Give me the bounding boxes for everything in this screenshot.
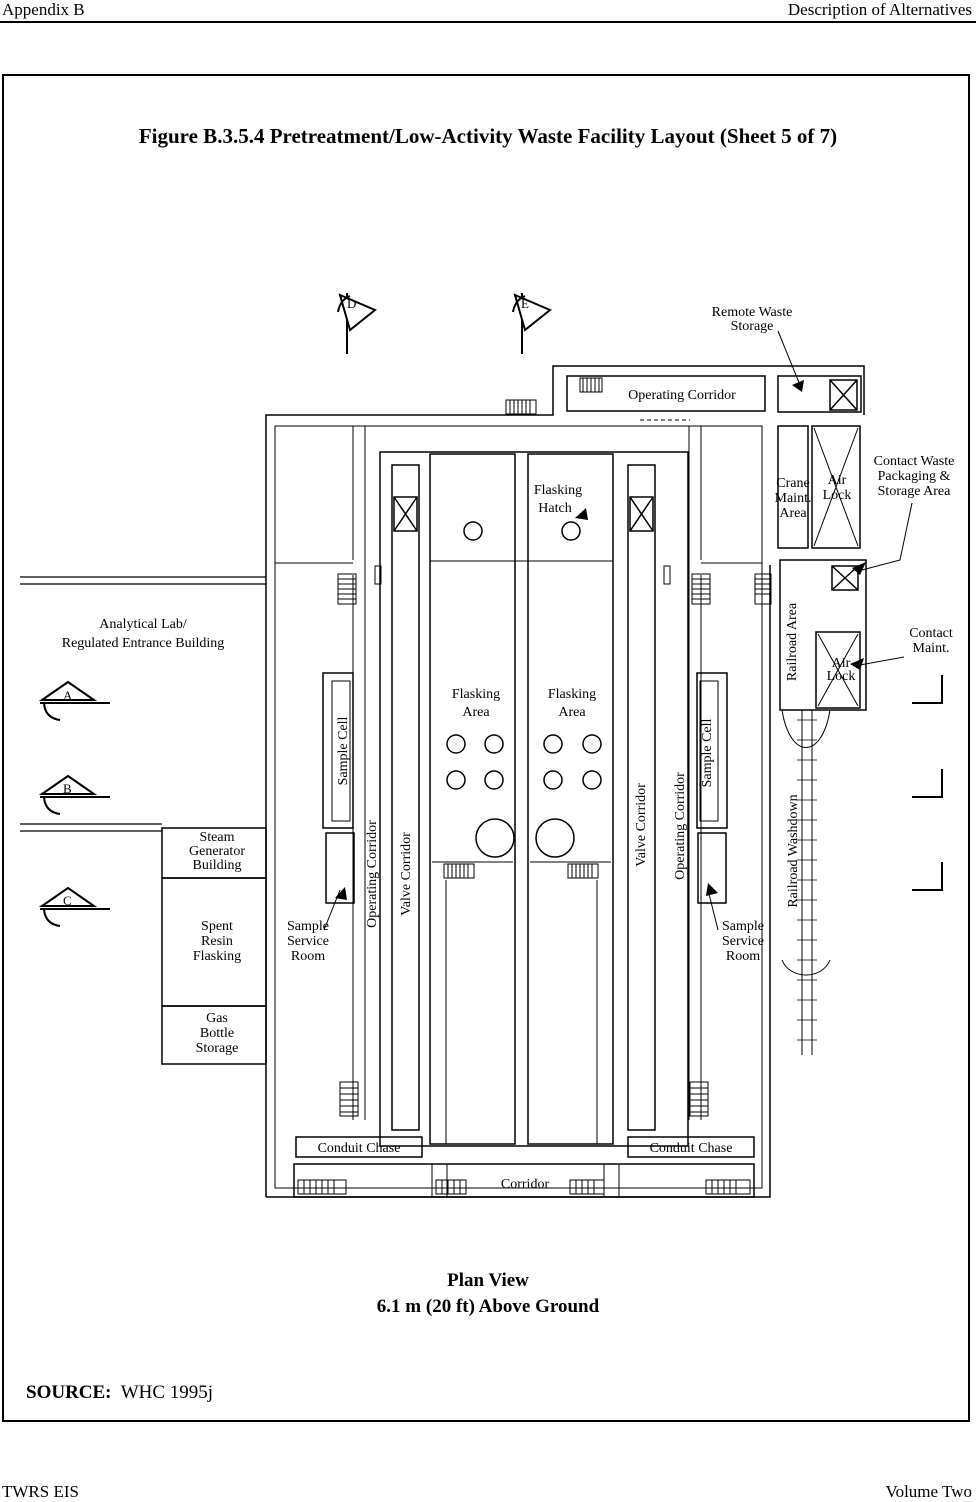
central-hot-cell [379, 451, 689, 1147]
label-conduit-chase-left: Conduit Chase [318, 1141, 401, 1156]
section-marker-d [337, 293, 377, 354]
label-analytical-lab-1: Analytical Lab/ [99, 617, 187, 632]
railroad-area-room [779, 559, 867, 711]
bottom-corridor [293, 1163, 755, 1198]
label-spent-resin-2: Resin [201, 934, 233, 949]
marker-label-a: A [63, 688, 73, 703]
conduit-chase-left [295, 1136, 423, 1158]
label-railroad-washdown: Railroad Washdown [786, 794, 801, 907]
caption-line-1: Plan View [447, 1270, 529, 1291]
sample-cell-right [696, 672, 728, 829]
label-crane-1: Crane [776, 476, 809, 491]
label-sample-cell-right: Sample Cell [700, 718, 715, 787]
railroad-track [801, 710, 813, 1055]
marker-label-b: B [63, 781, 72, 796]
source-label: SOURCE: [26, 1382, 112, 1403]
label-crane-2: Maint. [775, 491, 812, 506]
valve-corridor-right [627, 464, 656, 1131]
label-spent-resin-1: Spent [201, 919, 233, 934]
label-corridor: Corridor [501, 1177, 550, 1192]
label-flasking-area-left-1: Flasking [452, 687, 500, 702]
label-operating-corridor-right: Operating Corridor [673, 772, 688, 880]
label-steam-1: Steam [200, 830, 235, 845]
footer-right: Volume Two [885, 1482, 973, 1501]
label-airlock-upper-1: Air [828, 473, 847, 488]
label-valve-corridor-right: Valve Corridor [634, 783, 649, 867]
label-gas-bottle-3: Storage [196, 1041, 239, 1056]
sample-service-left [325, 832, 355, 904]
gas-bottle-building [161, 1005, 267, 1065]
label-airlock-lower-2: Lock [827, 669, 856, 684]
label-valve-corridor-left: Valve Corridor [399, 832, 414, 916]
label-contact-waste-2: Packaging & [878, 469, 951, 484]
sample-service-right [697, 832, 727, 904]
label-operating-corridor-left: Operating Corridor [365, 820, 380, 928]
label-sample-service-left-2: Service [287, 934, 329, 949]
source-line: SOURCE: WHC 1995j [26, 1382, 213, 1404]
label-sample-service-right-3: Room [726, 949, 760, 964]
label-airlock-lower-1: Air [832, 656, 851, 671]
label-flasking-hatch-1: Flasking [534, 483, 582, 498]
label-railroad-area: Railroad Area [785, 602, 800, 681]
footer-left: TWRS EIS [2, 1482, 79, 1501]
label-gas-bottle-2: Bottle [200, 1026, 234, 1041]
outer-wall-inner [274, 425, 763, 1189]
label-contact-maint-2: Maint. [913, 641, 950, 656]
label-sample-service-left-3: Room [291, 949, 325, 964]
label-flasking-hatch-2: Hatch [538, 501, 571, 516]
section-marker-b [38, 774, 110, 815]
remote-waste-cell [829, 379, 858, 411]
air-lock-upper [811, 425, 861, 549]
label-sample-service-left-1: Sample [287, 919, 329, 934]
crane-maint-room [777, 425, 809, 549]
header-rule [0, 21, 976, 23]
flasking-area-left [429, 453, 516, 1145]
label-sample-service-right-1: Sample [722, 919, 764, 934]
label-airlock-upper-2: Lock [823, 488, 852, 503]
label-remote-waste-2: Storage [731, 319, 774, 334]
section-marker-e [512, 293, 552, 354]
conduit-chase-right [627, 1136, 755, 1158]
flasking-area-right [527, 453, 614, 1145]
label-sample-cell-left: Sample Cell [336, 716, 351, 785]
label-operating-corridor-top: Operating Corridor [628, 388, 736, 403]
marker-label-e: E [521, 296, 529, 311]
label-flasking-area-right-2: Area [558, 705, 586, 720]
label-spent-resin-3: Flasking [193, 949, 241, 964]
label-crane-3: Area [779, 506, 807, 521]
sample-cell-left [322, 672, 354, 829]
figure-frame [2, 74, 970, 1422]
label-flasking-area-left-2: Area [462, 705, 490, 720]
remote-waste-room [777, 375, 862, 413]
label-sample-service-right-2: Service [722, 934, 764, 949]
label-contact-waste-1: Contact Waste [874, 454, 955, 469]
label-analytical-lab-2: Regulated Entrance Building [62, 636, 225, 651]
label-contact-waste-3: Storage Area [878, 484, 951, 499]
section-marker-a [38, 680, 110, 721]
valve-corridor-left [391, 464, 420, 1131]
label-steam-2: Generator [189, 844, 245, 859]
source-value: WHC 1995j [120, 1382, 214, 1403]
section-marker-c [38, 886, 110, 927]
figure-title: Figure B.3.5.4 Pretreatment/Low-Activity… [138, 124, 838, 148]
marker-label-d: D [347, 296, 356, 311]
label-conduit-chase-right: Conduit Chase [650, 1141, 733, 1156]
label-flasking-area-right-1: Flasking [548, 687, 596, 702]
label-remote-waste-1: Remote Waste [712, 305, 793, 320]
label-contact-maint-1: Contact [909, 626, 953, 641]
annex-operating-corridor [566, 375, 766, 412]
label-steam-3: Building [192, 858, 241, 873]
label-gas-bottle-1: Gas [206, 1011, 228, 1026]
header-left: Appendix B [2, 0, 85, 19]
caption-line-2: 6.1 m (20 ft) Above Ground [376, 1296, 600, 1317]
marker-label-c: C [63, 893, 72, 908]
header-right: Description of Alternatives [787, 0, 972, 19]
